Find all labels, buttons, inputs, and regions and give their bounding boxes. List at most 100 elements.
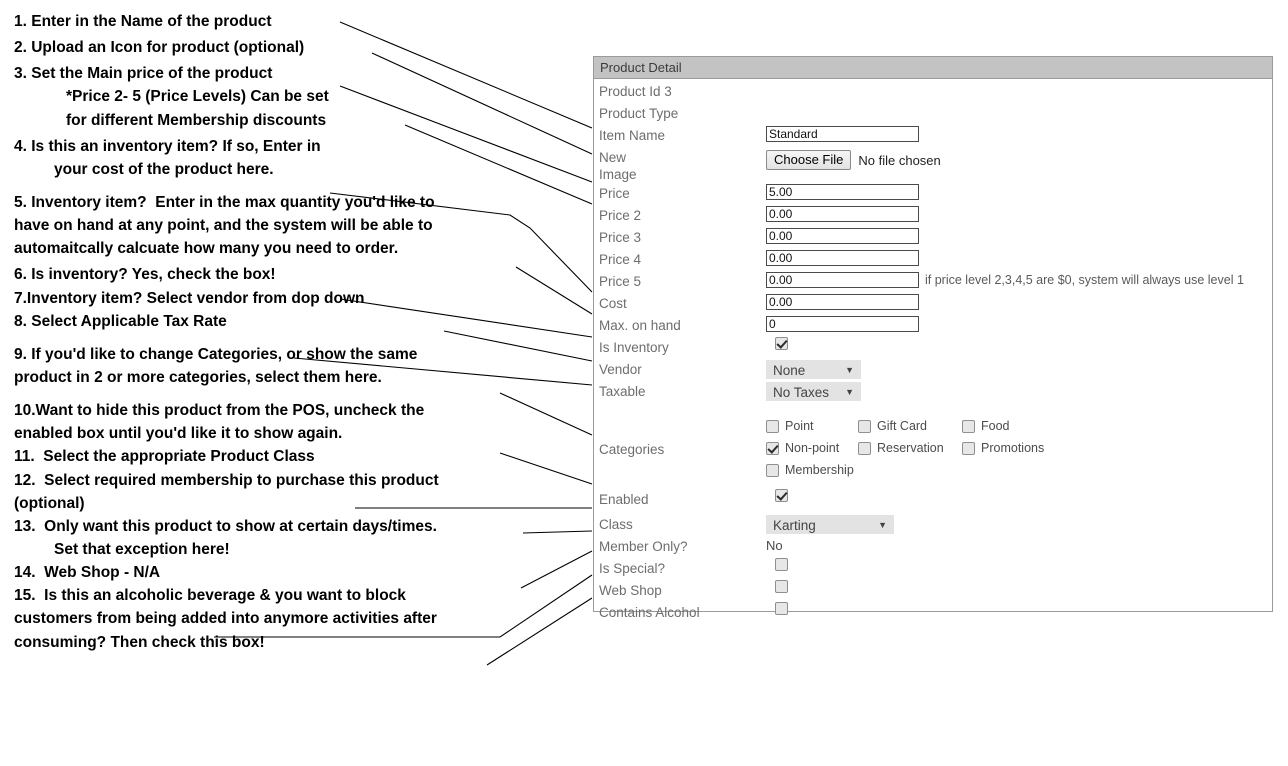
field-row-member-only: Member Only? No	[594, 536, 1272, 558]
chosen-file-name: No file chosen	[858, 152, 941, 168]
annotation-13: 13. Only want this product to show at ce…	[14, 517, 437, 535]
gift-card-label: Gift Card	[877, 419, 928, 433]
category-option-membership[interactable]: Membership	[766, 464, 858, 477]
annotation-13-line2: Set that exception here!	[54, 540, 230, 558]
field-row-cost: Cost	[594, 293, 1272, 315]
is-inventory-label: Is Inventory	[599, 340, 669, 355]
field-row-web-shop: Web Shop	[594, 580, 1272, 602]
category-option-gift-card[interactable]: Gift Card	[858, 420, 962, 433]
contains-alcohol-checkbox[interactable]	[775, 602, 788, 615]
item-name-input[interactable]	[766, 126, 919, 142]
annotation-10: 10.Want to hide this product from the PO…	[14, 402, 425, 420]
field-row-new-image: New Image Choose File No file chosen	[594, 147, 1272, 183]
chevron-down-icon: ▼	[845, 365, 854, 375]
annotation-3: 3. Set the Main price of the product	[14, 65, 273, 83]
reservation-label: Reservation	[877, 441, 944, 455]
reservation-checkbox[interactable]	[858, 442, 871, 455]
price-level-hint: if price level 2,3,4,5 are $0, system wi…	[925, 272, 1244, 287]
is-special-label: Is Special?	[599, 561, 666, 576]
field-row-class: Class Karting ▼	[594, 514, 1272, 536]
product-type-label: Product Type	[599, 106, 679, 121]
price5-label: Price 5	[599, 274, 642, 289]
annotation-8: 8. Select Applicable Tax Rate	[14, 312, 227, 330]
categories-label: Categories	[599, 442, 665, 457]
new-image-label-line1: New	[599, 150, 627, 165]
annotation-10-line2: enabled box until you'd like it to show …	[14, 425, 343, 443]
field-row-price3: Price 3	[594, 227, 1272, 249]
chevron-down-icon: ▼	[878, 520, 887, 530]
annotation-list: 1. Enter in the Name of the product 2. U…	[0, 0, 580, 766]
class-select[interactable]: Karting ▼	[766, 515, 894, 534]
price5-input[interactable]	[766, 272, 919, 288]
field-row-price: Price	[594, 183, 1272, 205]
field-row-categories: Categories Point Gift Card Food	[594, 417, 1272, 477]
vendor-label: Vendor	[599, 362, 642, 377]
non-point-checkbox[interactable]	[766, 442, 779, 455]
annotation-15-line3: consuming? Then check this box!	[14, 633, 265, 651]
field-row-item-name: Item Name	[594, 125, 1272, 147]
point-checkbox[interactable]	[766, 420, 779, 433]
annotation-3-sub-line2: for different Membership discounts	[66, 111, 327, 129]
category-option-reservation[interactable]: Reservation	[858, 442, 962, 455]
annotation-6: 6. Is inventory? Yes, check the box!	[14, 266, 276, 284]
panel-title: Product Detail	[594, 57, 1272, 79]
contains-alcohol-label: Contains Alcohol	[599, 605, 700, 620]
annotation-9-line2: product in 2 or more categories, select …	[14, 368, 382, 386]
choose-file-button[interactable]: Choose File	[766, 150, 852, 170]
vendor-select[interactable]: None ▼	[766, 360, 861, 379]
price-input[interactable]	[766, 184, 919, 200]
enabled-checkbox[interactable]	[775, 489, 788, 502]
max-on-hand-label: Max. on hand	[599, 318, 681, 333]
cost-label: Cost	[599, 296, 627, 311]
price3-label: Price 3	[599, 230, 642, 245]
categories-grid: Point Gift Card Food Non-point	[766, 417, 1072, 477]
web-shop-label: Web Shop	[599, 583, 662, 598]
annotation-5-line2: have on hand at any point, and the syste…	[14, 217, 433, 235]
category-option-non-point[interactable]: Non-point	[766, 442, 858, 455]
cost-input[interactable]	[766, 294, 919, 310]
annotation-15-line2: customers from being added into anymore …	[14, 610, 437, 628]
price3-input[interactable]	[766, 228, 919, 244]
gift-card-checkbox[interactable]	[858, 420, 871, 433]
field-row-vendor: Vendor None ▼	[594, 359, 1272, 381]
category-option-promotions[interactable]: Promotions	[962, 442, 1072, 455]
field-row-max-on-hand: Max. on hand	[594, 315, 1272, 337]
is-special-checkbox[interactable]	[775, 558, 788, 571]
class-label: Class	[599, 517, 633, 532]
annotation-4-line2: your cost of the product here.	[54, 160, 274, 178]
taxable-selected-value: No Taxes	[773, 385, 830, 400]
max-on-hand-input[interactable]	[766, 316, 919, 332]
category-option-point[interactable]: Point	[766, 420, 858, 433]
food-checkbox[interactable]	[962, 420, 975, 433]
web-shop-checkbox[interactable]	[775, 580, 788, 593]
new-image-label-line2: Image	[599, 167, 637, 182]
item-name-label: Item Name	[599, 128, 666, 143]
field-row-is-special: Is Special?	[594, 558, 1272, 580]
annotation-12: 12. Select required membership to purcha…	[14, 471, 439, 489]
price4-input[interactable]	[766, 250, 919, 266]
membership-label: Membership	[785, 463, 854, 477]
membership-checkbox[interactable]	[766, 464, 779, 477]
field-row-enabled: Enabled	[594, 489, 1272, 511]
promotions-checkbox[interactable]	[962, 442, 975, 455]
is-inventory-checkbox[interactable]	[775, 337, 788, 350]
annotation-4: 4. Is this an inventory item? If so, Ent…	[14, 137, 321, 155]
annotation-5: 5. Inventory item? Enter in the max quan…	[14, 193, 435, 211]
annotation-1: 1. Enter in the Name of the product	[14, 13, 272, 30]
field-row-contains-alcohol: Contains Alcohol	[594, 602, 1272, 624]
price2-input[interactable]	[766, 206, 919, 222]
taxable-select[interactable]: No Taxes ▼	[766, 382, 861, 401]
field-row-product-id: Product Id 3	[594, 81, 1272, 103]
field-row-taxable: Taxable No Taxes ▼	[594, 381, 1272, 403]
member-only-label: Member Only?	[599, 539, 688, 554]
annotation-2: 2. Upload an Icon for product (optional)	[14, 39, 305, 57]
annotation-3-sub-line1: *Price 2- 5 (Price Levels) Can be set	[66, 88, 329, 106]
price4-label: Price 4	[599, 252, 642, 267]
member-only-value: No	[766, 538, 783, 553]
product-detail-panel: Product Detail Product Id 3 Product Type…	[593, 56, 1273, 620]
category-option-food[interactable]: Food	[962, 420, 1072, 433]
annotation-15: 15. Is this an alcoholic beverage & you …	[14, 587, 406, 605]
taxable-label: Taxable	[599, 384, 646, 399]
panel-body: Product Id 3 Product Type Item Name New …	[594, 79, 1272, 624]
